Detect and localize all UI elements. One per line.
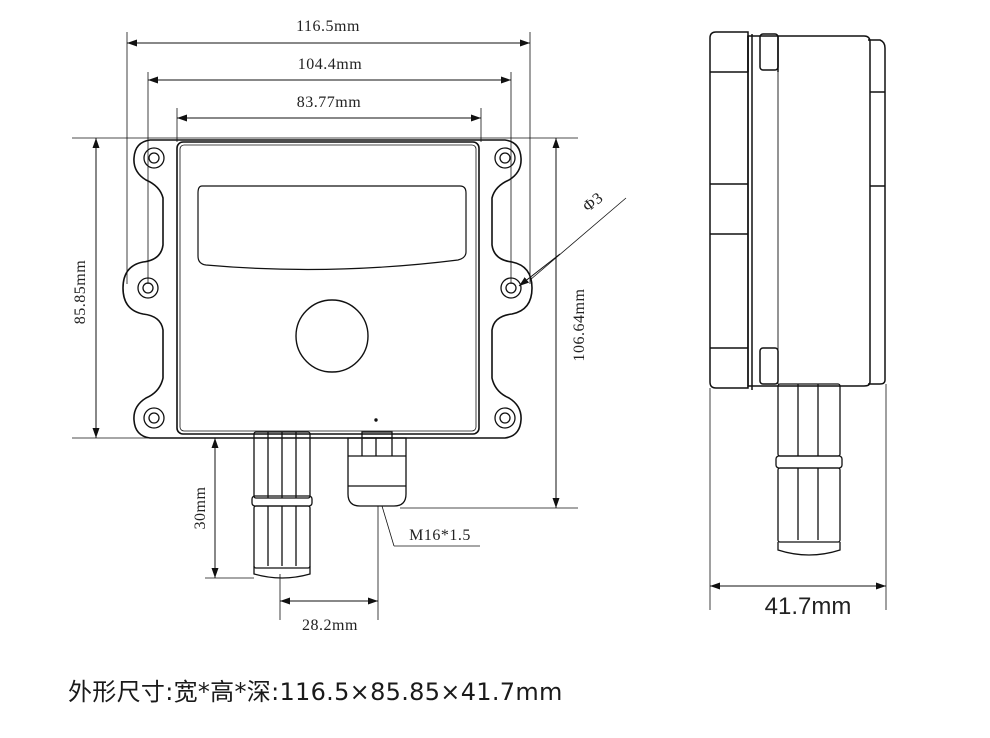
dim-body-height: 85.85mm: [72, 260, 89, 324]
dimensions-caption: 外形尺寸:宽*高*深:116.5×85.85×41.7mm: [68, 678, 563, 706]
front-view: [72, 32, 627, 620]
dim-gland-thread: M16*1.5: [409, 527, 471, 544]
probe: [251, 431, 313, 579]
housing-body: [176, 141, 480, 435]
cable-gland: [347, 431, 407, 507]
side-top-lug: [759, 33, 779, 71]
center-dot: [374, 418, 378, 422]
housing-body-inner: [179, 144, 477, 432]
dim-body-width: 83.77mm: [297, 94, 361, 111]
dim-hole-diameter: Φ3: [580, 189, 607, 215]
dim-total-height: 106.64mm: [571, 289, 588, 362]
dim-hole-spacing: 104.4mm: [298, 56, 362, 73]
mounting-holes: [137, 147, 522, 429]
side-front-cover: [868, 39, 886, 385]
dim-depth: 41.7mm: [765, 593, 852, 620]
side-housing: [747, 35, 871, 387]
side-view: [709, 31, 887, 610]
dimension-lines: [92, 39, 561, 605]
dim-total-width: 116.5mm: [296, 18, 360, 35]
side-bottom-lug: [759, 347, 779, 385]
extension-lines: [72, 32, 627, 620]
round-button: [295, 299, 369, 373]
dim-line-hole-leader: [518, 253, 561, 287]
mounting-plate-outline: [122, 139, 533, 439]
display-window: [197, 185, 467, 271]
dim-probe-length: 30mm: [192, 487, 209, 530]
side-probe: [775, 383, 843, 556]
dimension-labels: 116.5mm 104.4mm 83.77mm 85.85mm 106.64mm…: [72, 18, 607, 634]
dim-probe-offset: 28.2mm: [302, 617, 358, 634]
side-base-plate: [709, 31, 749, 389]
